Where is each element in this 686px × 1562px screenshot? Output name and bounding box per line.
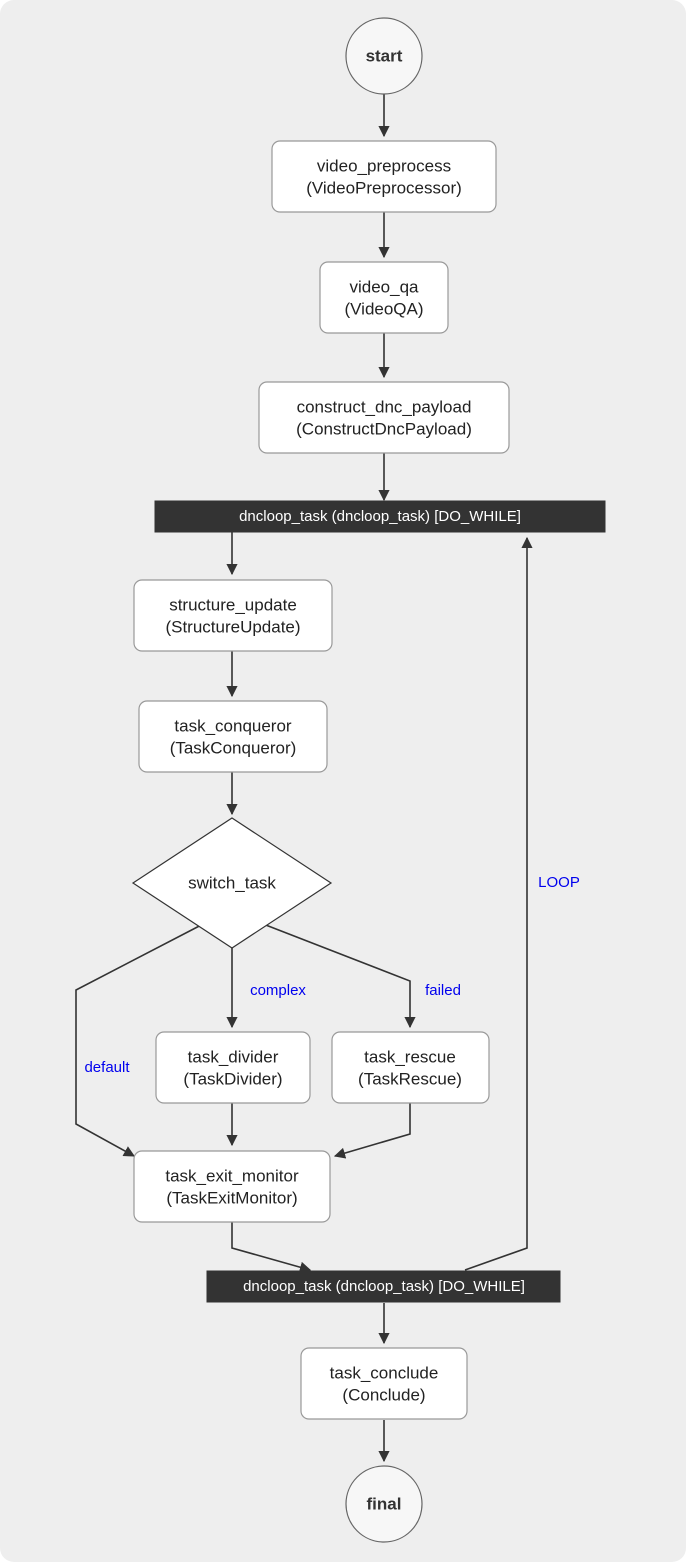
video-qa-label-line1: video_qa — [349, 277, 419, 296]
node-video-preprocess[interactable]: video_preprocess (VideoPreprocessor) — [271, 140, 497, 213]
task-divider-box[interactable] — [155, 1031, 311, 1104]
switch-task-diamond[interactable] — [131, 817, 333, 949]
construct-dnc-payload-box[interactable] — [258, 381, 510, 454]
node-dncloop-close-bar[interactable]: dncloop_task (dncloop_task) [DO_WHILE] — [206, 1270, 561, 1303]
node-task-conclude[interactable]: task_conclude (Conclude) — [300, 1347, 468, 1420]
node-task-conqueror[interactable]: task_conqueror (TaskConqueror) — [138, 700, 328, 773]
task-rescue-label-line2: (TaskRescue) — [358, 1069, 462, 1088]
dncloop-open-bar-label: dncloop_task (dncloop_task) [DO_WHILE] — [239, 508, 521, 525]
node-task-exit-monitor[interactable]: task_exit_monitor (TaskExitMonitor) — [133, 1150, 331, 1223]
node-final[interactable]: final — [345, 1465, 423, 1543]
task-exit-monitor-label-line1: task_exit_monitor — [165, 1166, 299, 1185]
final-label: final — [367, 1494, 402, 1513]
edge-label-default: default — [84, 1059, 130, 1076]
edge-layer — [75, 94, 533, 1463]
start-circle[interactable] — [345, 17, 423, 95]
edge-dncloop-close-to-dncloop-open-loop — [464, 536, 533, 1271]
edge-switch-task-to-task-rescue-failed — [257, 921, 416, 1029]
task-conclude-label-line2: (Conclude) — [342, 1385, 425, 1404]
video-qa-box[interactable] — [319, 261, 449, 334]
start-label: start — [366, 46, 403, 65]
task-exit-monitor-label-line2: (TaskExitMonitor) — [166, 1188, 297, 1207]
construct-dnc-payload-label-line2: (ConstructDncPayload) — [296, 419, 472, 438]
node-video-qa[interactable]: video_qa (VideoQA) — [319, 261, 449, 334]
construct-dnc-payload-label-line1: construct_dnc_payload — [297, 397, 472, 416]
video-qa-label-line2: (VideoQA) — [344, 299, 423, 318]
node-structure-update[interactable]: structure_update (StructureUpdate) — [133, 579, 333, 652]
node-switch-task[interactable]: switch_task — [131, 817, 333, 949]
task-rescue-box[interactable] — [331, 1031, 490, 1104]
switch-task-label: switch_task — [188, 873, 276, 892]
edge-task-exit-monitor-to-dncloop-close — [231, 1222, 312, 1273]
video-preprocess-label-line1: video_preprocess — [317, 156, 451, 175]
node-task-rescue[interactable]: task_rescue (TaskRescue) — [331, 1031, 490, 1104]
edge-label-layer: complex failed default LOOP — [84, 874, 579, 1076]
task-rescue-label-line1: task_rescue — [364, 1047, 456, 1066]
task-divider-label-line1: task_divider — [188, 1047, 279, 1066]
node-task-divider[interactable]: task_divider (TaskDivider) — [155, 1031, 311, 1104]
dncloop-close-bar-label: dncloop_task (dncloop_task) [DO_WHILE] — [243, 1278, 525, 1295]
edge-label-loop: LOOP — [538, 874, 580, 891]
video-preprocess-box[interactable] — [271, 140, 497, 213]
structure-update-label-line2: (StructureUpdate) — [165, 617, 300, 636]
dncloop-open-bar-rect[interactable] — [154, 500, 606, 533]
video-preprocess-label-line2: (VideoPreprocessor) — [306, 178, 462, 197]
node-start[interactable]: start — [345, 17, 423, 95]
edge-label-failed: failed — [425, 982, 461, 999]
final-circle[interactable] — [345, 1465, 423, 1543]
task-conclude-label-line1: task_conclude — [330, 1363, 439, 1382]
task-conqueror-box[interactable] — [138, 700, 328, 773]
structure-update-box[interactable] — [133, 579, 333, 652]
edge-switch-task-to-task-exit-monitor-default — [75, 921, 208, 1157]
dncloop-close-bar-rect[interactable] — [206, 1270, 561, 1303]
task-conqueror-label-line1: task_conqueror — [174, 716, 292, 735]
task-exit-monitor-box[interactable] — [133, 1150, 331, 1223]
edge-task-rescue-to-task-exit-monitor — [333, 1103, 411, 1159]
node-construct-dnc-payload[interactable]: construct_dnc_payload (ConstructDncPaylo… — [258, 381, 510, 454]
edge-label-complex: complex — [250, 982, 306, 999]
structure-update-label-line1: structure_update — [169, 595, 297, 614]
task-conqueror-label-line2: (TaskConqueror) — [170, 738, 297, 757]
task-conclude-box[interactable] — [300, 1347, 468, 1420]
node-dncloop-open-bar[interactable]: dncloop_task (dncloop_task) [DO_WHILE] — [154, 500, 606, 533]
task-divider-label-line2: (TaskDivider) — [183, 1069, 282, 1088]
